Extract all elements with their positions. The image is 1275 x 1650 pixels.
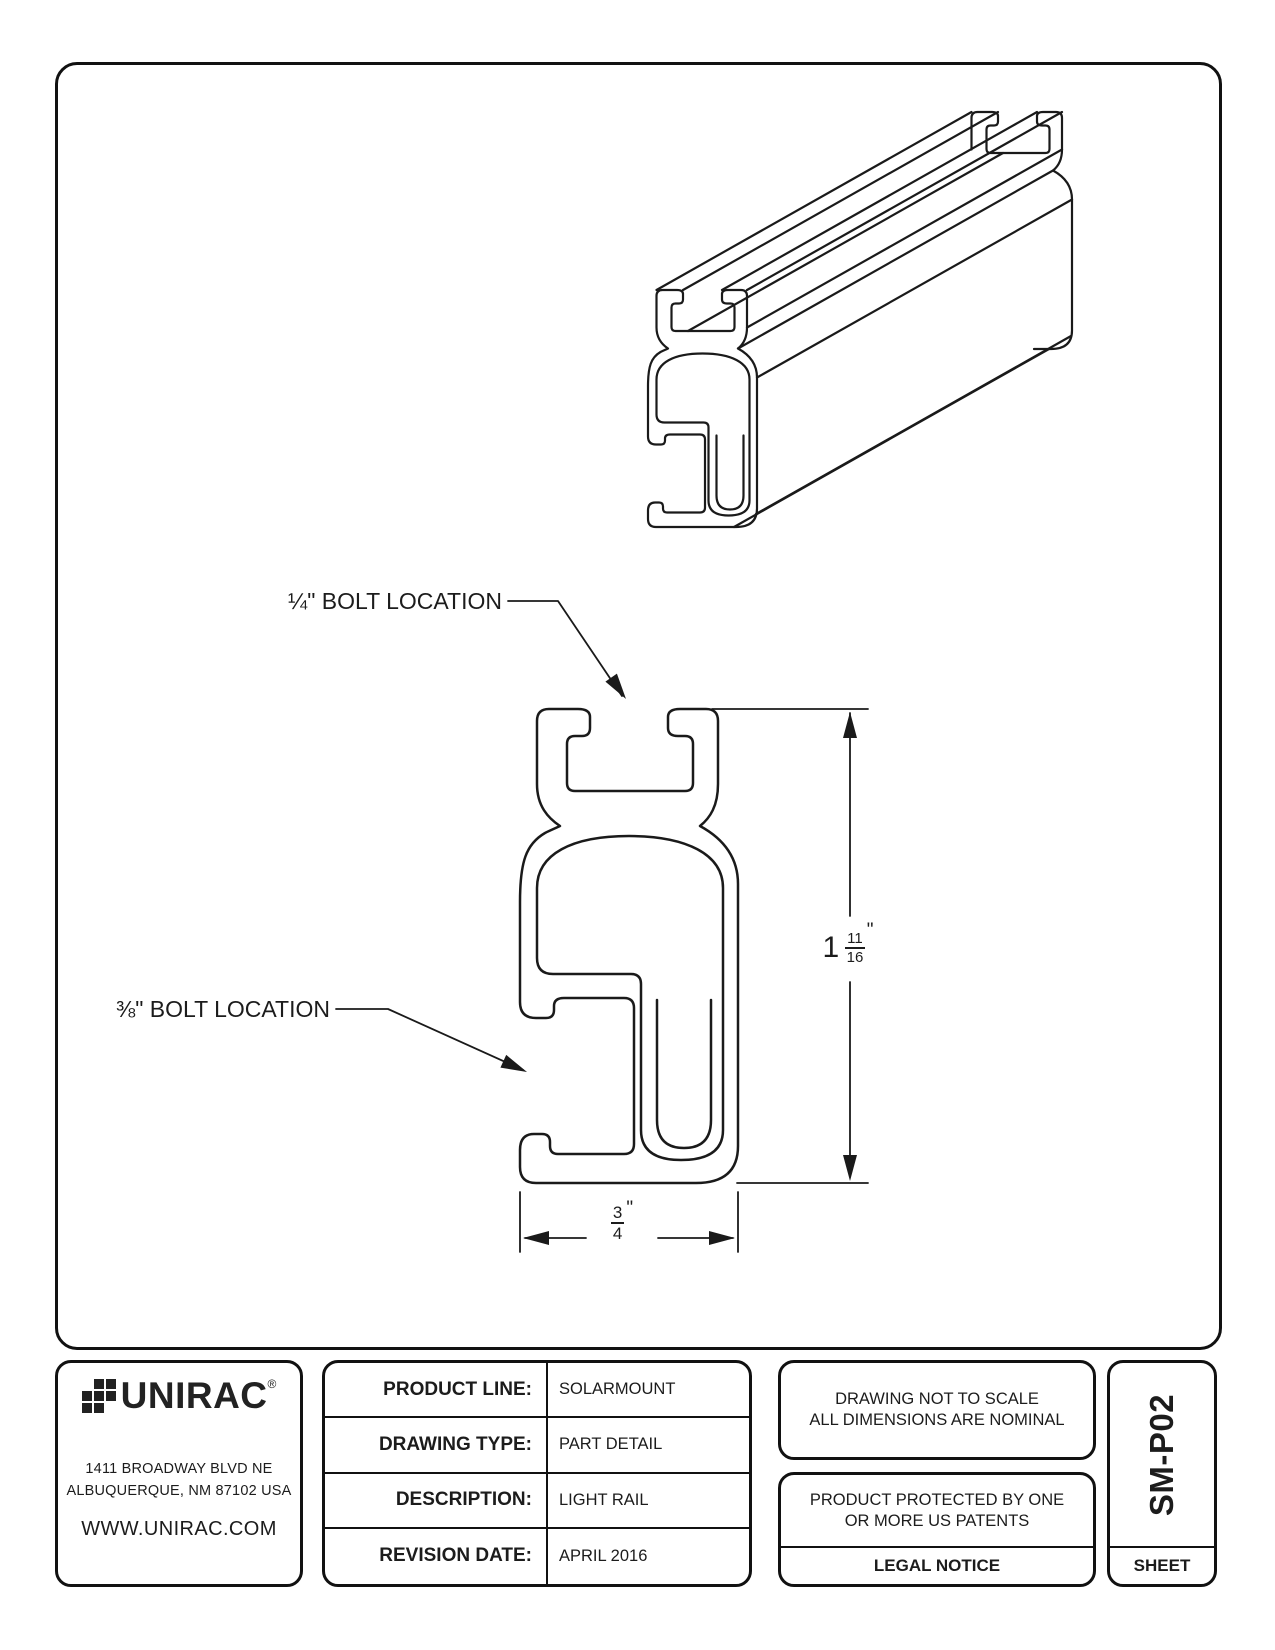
unirac-logo-mark-icon xyxy=(81,1378,116,1413)
sheet-code-area: SM-P02 xyxy=(1110,1363,1214,1546)
registered-trademark-icon: ® xyxy=(267,1376,277,1391)
field-value-product-line: SOLARMOUNT xyxy=(546,1363,749,1419)
title-block-scale-note: DRAWING NOT TO SCALE ALL DIMENSIONS ARE … xyxy=(778,1360,1096,1460)
sheet-code: SM-P02 xyxy=(1143,1393,1180,1516)
dimension-height-whole: 1 xyxy=(822,931,840,964)
field-value-description: LIGHT RAIL xyxy=(546,1473,749,1529)
patent-note-line-1: PRODUCT PROTECTED BY ONE xyxy=(809,1490,1065,1509)
unirac-wordmark: UNIRAC xyxy=(120,1375,268,1416)
callout-three-eighths-bolt: ⅜" BOLT LOCATION xyxy=(0,994,330,1024)
dimension-width: 3 4 " xyxy=(572,1198,672,1248)
dimension-height: 1 11 16 " xyxy=(790,920,906,976)
dimension-width-unit: " xyxy=(626,1198,634,1219)
field-label-drawing-type: DRAWING TYPE: xyxy=(325,1418,546,1474)
field-label-product-line: PRODUCT LINE: xyxy=(325,1363,546,1419)
callout-three-eighths-bolt-label: ⅜" BOLT LOCATION xyxy=(116,995,330,1022)
address-line-2: ALBUQUERQUE, NM 87102 USA xyxy=(66,1483,292,1499)
title-block-patent-note: PRODUCT PROTECTED BY ONE OR MORE US PATE… xyxy=(778,1472,1096,1587)
legal-notice: LEGAL NOTICE xyxy=(781,1546,1093,1584)
dimension-height-unit: " xyxy=(866,920,874,941)
unirac-logo: UNIRAC ® xyxy=(81,1375,277,1416)
title-block-sheet: SM-P02 SHEET xyxy=(1107,1360,1217,1587)
title-block-company: UNIRAC ® 1411 BROADWAY BLVD NE ALBUQUERQ… xyxy=(55,1360,303,1587)
field-value-revision-date: APRIL 2016 xyxy=(546,1528,749,1584)
title-block-fields: PRODUCT LINE: SOLARMOUNT DRAWING TYPE: P… xyxy=(322,1360,752,1587)
patent-note: PRODUCT PROTECTED BY ONE OR MORE US PATE… xyxy=(781,1475,1093,1546)
scale-note-line-2: ALL DIMENSIONS ARE NOMINAL xyxy=(809,1411,1065,1429)
field-label-revision-date: REVISION DATE: xyxy=(379,1545,532,1567)
company-address: 1411 BROADWAY BLVD NE ALBUQUERQUE, NM 87… xyxy=(67,1458,292,1502)
sheet-label: SHEET xyxy=(1110,1546,1214,1584)
callout-quarter-bolt-label: ¼" BOLT LOCATION xyxy=(288,587,502,614)
company-website: WWW.UNIRAC.COM xyxy=(81,1518,277,1540)
patent-note-line-2: OR MORE US PATENTS xyxy=(844,1511,1030,1530)
callout-quarter-bolt: ¼" BOLT LOCATION xyxy=(0,586,502,616)
field-value-drawing-type: PART DETAIL xyxy=(546,1418,749,1474)
dimension-height-fraction: 11 16 xyxy=(845,930,865,966)
address-line-1: 1411 BROADWAY BLVD NE xyxy=(85,1461,273,1477)
field-label-description: DESCRIPTION: xyxy=(325,1474,546,1529)
drawing-border xyxy=(55,62,1222,1350)
scale-note-line-1: DRAWING NOT TO SCALE xyxy=(835,1390,1039,1408)
dimension-width-fraction: 3 4 xyxy=(610,1203,625,1243)
